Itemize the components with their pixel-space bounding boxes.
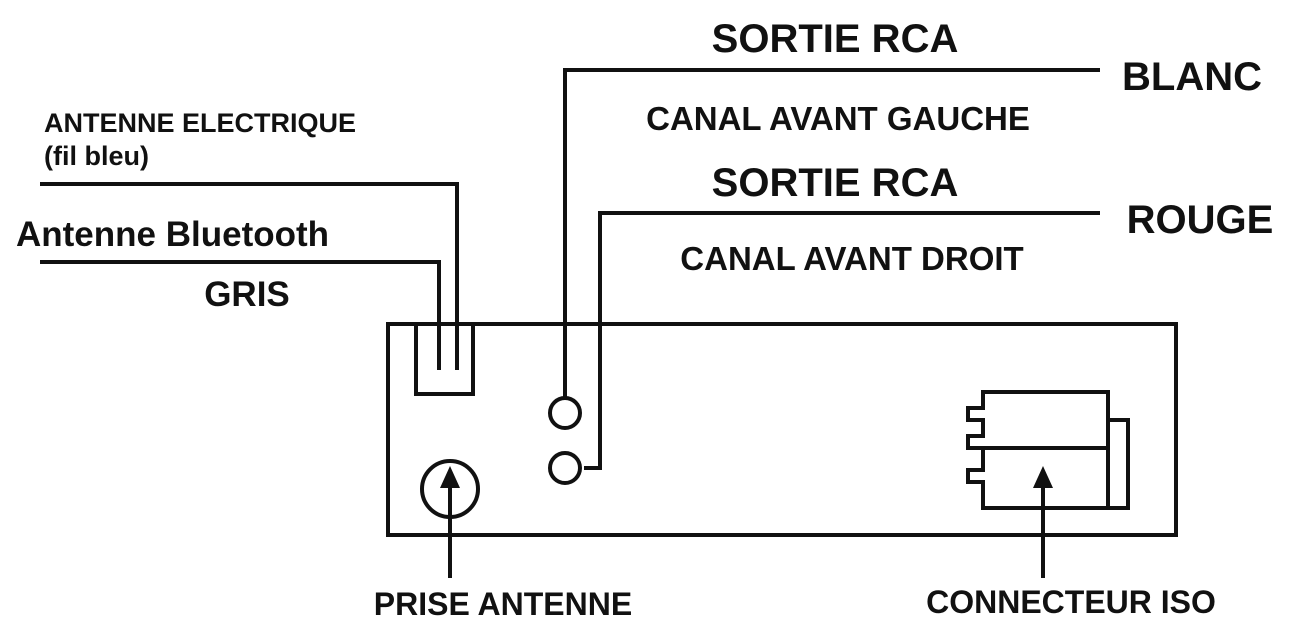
- rca-jack-rouge: [548, 451, 582, 485]
- label-canal-avant-gauche: CANAL AVANT GAUCHE: [646, 100, 1030, 137]
- label-canal-avant-droit: CANAL AVANT DROIT: [680, 240, 1023, 277]
- wire-rca-blanc: [563, 68, 1100, 400]
- radio-unit-frame: [386, 322, 1178, 537]
- label-sortie-rca-bottom: SORTIE RCA: [712, 161, 959, 205]
- iso-connector-side: [1108, 418, 1130, 510]
- label-gris: GRIS: [204, 275, 290, 314]
- label-rouge: ROUGE: [1127, 198, 1274, 242]
- wire-antenne-electrique: [40, 182, 459, 370]
- wire-antenne-bluetooth: [40, 260, 441, 370]
- label-blanc: BLANC: [1122, 55, 1262, 99]
- prise-antenne-arrow-icon: [440, 466, 460, 488]
- rca-jack-blanc: [548, 396, 582, 430]
- label-antenne-electrique: ANTENNE ELECTRIQUE: [44, 108, 356, 138]
- label-prise-antenne: PRISE ANTENNE: [374, 586, 632, 622]
- connecteur-iso-arrow-icon: [1033, 466, 1053, 488]
- antenna-connector-block: [414, 322, 475, 396]
- label-fil-bleu: (fil bleu): [44, 141, 149, 171]
- wire-rca-rouge: [584, 211, 1100, 470]
- label-sortie-rca-top: SORTIE RCA: [712, 17, 959, 61]
- label-connecteur-iso: CONNECTEUR ISO: [926, 584, 1216, 620]
- label-antenne-bluetooth: Antenne Bluetooth: [16, 215, 329, 254]
